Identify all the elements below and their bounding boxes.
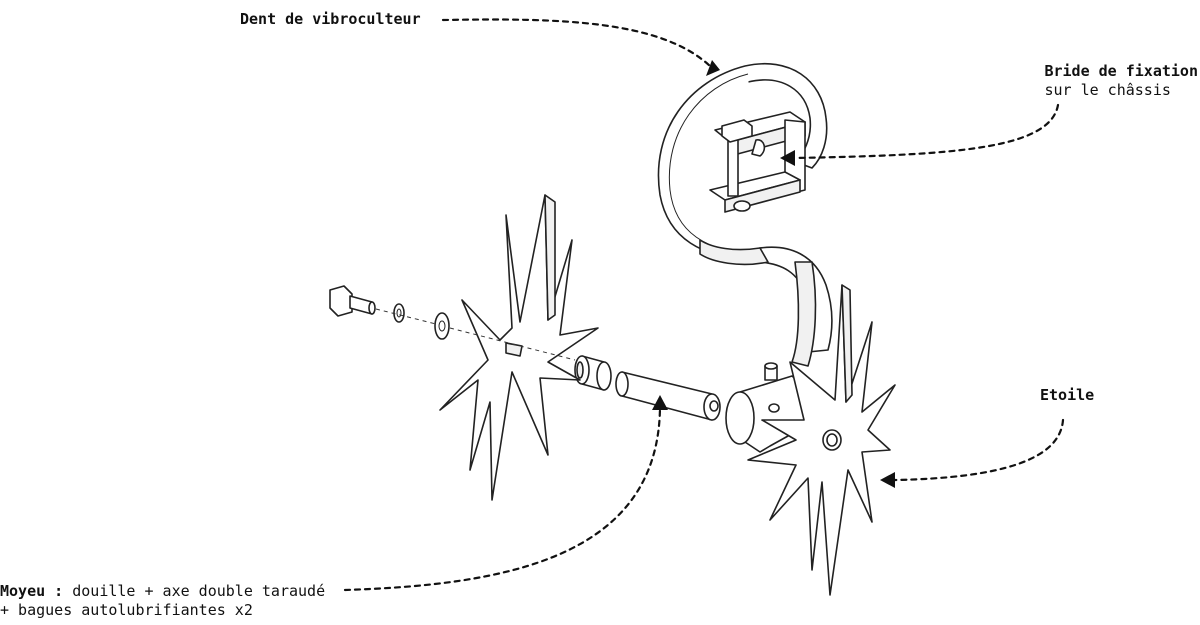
leader-tine: [441, 18, 712, 68]
star-right-blade: [747, 284, 896, 596]
assembly-axis-2: [449, 327, 576, 361]
bracket-nut: [733, 200, 751, 212]
star-right-bolt: [826, 433, 838, 447]
arrow-star: [880, 472, 895, 488]
tine-shank: [791, 261, 817, 367]
bushing-end-right: [596, 361, 612, 391]
clamp-bracket: [709, 111, 806, 213]
hub-shaft: [615, 371, 721, 421]
label-bracket-title: Bride de fixation: [1044, 62, 1198, 80]
label-hub-title: Moyeu :: [0, 582, 64, 600]
bracket-hook: [751, 139, 766, 157]
star-wheel-left: [439, 194, 599, 501]
bushing: [574, 355, 612, 391]
star-wheel-right: [747, 284, 896, 596]
bolt-tip: [368, 301, 376, 315]
leader-star: [893, 418, 1065, 482]
label-hub-text: douille + axe double taraudé: [63, 582, 326, 600]
leader-bracket: [793, 103, 1060, 160]
label-bracket-subtitle: sur le châssis: [1044, 81, 1171, 99]
label-hub-line2: + bagues autolubrifiantes x2: [0, 601, 253, 619]
bracket-bolt-shank: [727, 139, 739, 197]
hub-sleeve-hole: [768, 403, 780, 413]
arrow-hub: [652, 395, 668, 410]
bushing-bore: [576, 361, 584, 379]
star-left-hole: [505, 342, 523, 357]
label-tine: Dent de vibroculteur: [240, 10, 421, 28]
lock-washer-hole: [396, 308, 402, 318]
shaft-thread-hole: [709, 400, 719, 412]
shaft-end-left: [615, 371, 629, 397]
tine-lower-face: [699, 239, 769, 266]
arrow-tine: [706, 60, 720, 76]
flat-washer-hole: [438, 320, 446, 332]
star-right-thickness: [841, 284, 853, 403]
shaft-body: [621, 371, 713, 421]
label-star: Etoile: [1040, 386, 1095, 404]
label-hub-line1: Moyeu : douille + axe double taraudé: [0, 582, 325, 601]
vibrocultivator-tine: [657, 62, 833, 367]
label-hub: Moyeu : douille + axe double taraudé + b…: [0, 582, 325, 620]
grease-nipple-cap: [764, 362, 778, 370]
bolt-head: [329, 285, 353, 317]
star-left-thickness: [544, 194, 556, 321]
leader-hub: [343, 403, 662, 592]
bracket-bolt-head: [721, 119, 753, 143]
label-bracket: Bride de fixation sur le châssis: [1044, 62, 1198, 100]
assembly-axis-1: [375, 308, 437, 325]
arrow-bracket: [780, 150, 795, 166]
hub-sleeve-end: [725, 391, 755, 445]
hardware: [329, 285, 450, 340]
